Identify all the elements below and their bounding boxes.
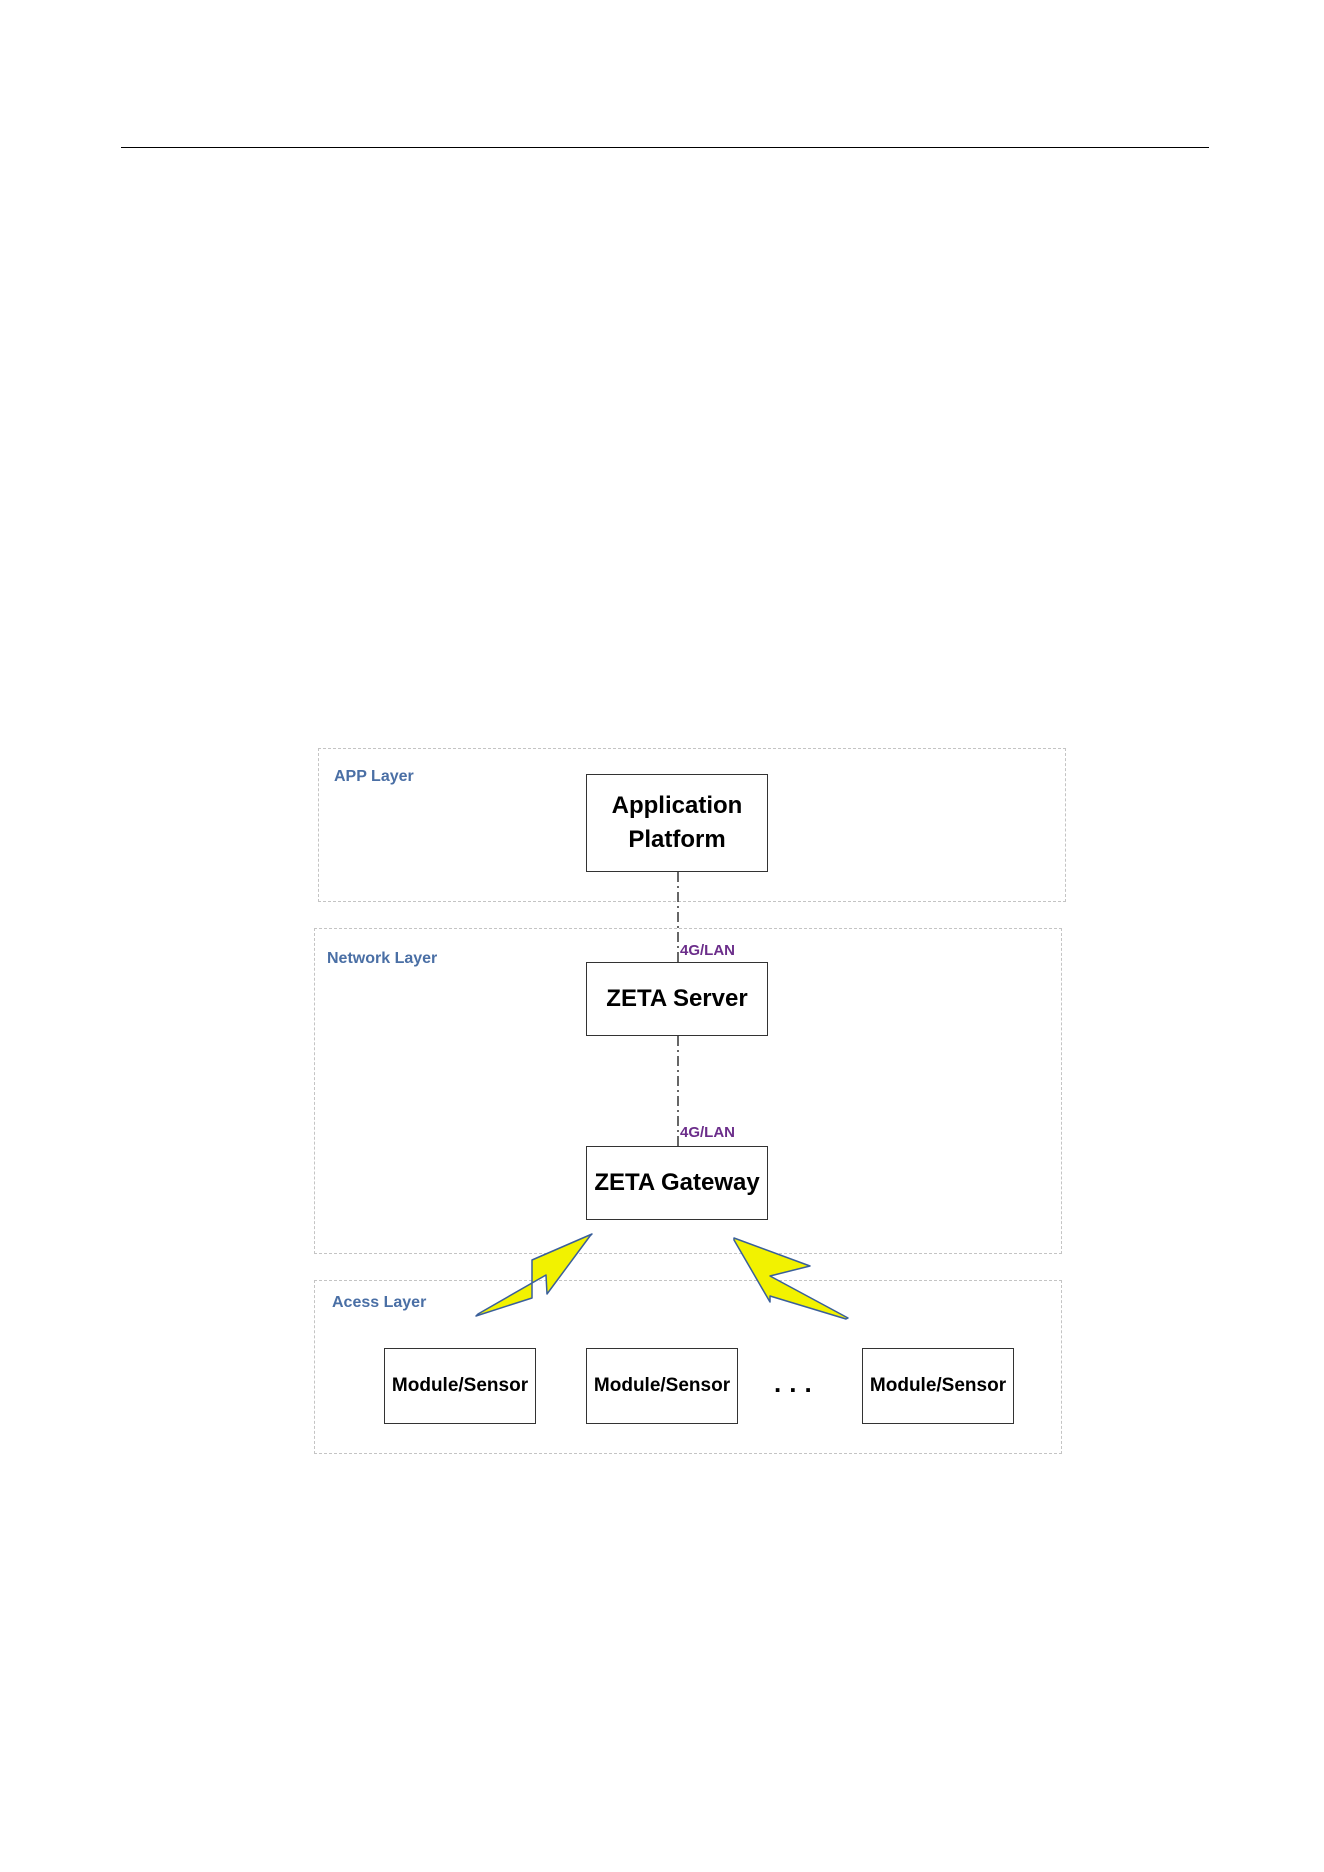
application-platform-line2: Platform <box>628 823 725 857</box>
server-gateway-link-label: 4G/LAN <box>680 1124 735 1141</box>
application-platform-node: Application Platform <box>586 774 768 872</box>
module-sensor-node-1: Module/Sensor <box>384 1348 536 1424</box>
app-server-link-label: 4G/LAN <box>680 942 735 959</box>
ellipsis: ... <box>774 1368 820 1399</box>
wireless-bolt-left <box>476 1234 592 1316</box>
application-platform-line1: Application <box>612 789 743 823</box>
module-sensor-node-2: Module/Sensor <box>586 1348 738 1424</box>
module-sensor-node-3: Module/Sensor <box>862 1348 1014 1424</box>
zeta-gateway-node: ZETA Gateway <box>586 1146 768 1220</box>
wireless-bolt-right <box>734 1238 848 1319</box>
zeta-server-node: ZETA Server <box>586 962 768 1036</box>
